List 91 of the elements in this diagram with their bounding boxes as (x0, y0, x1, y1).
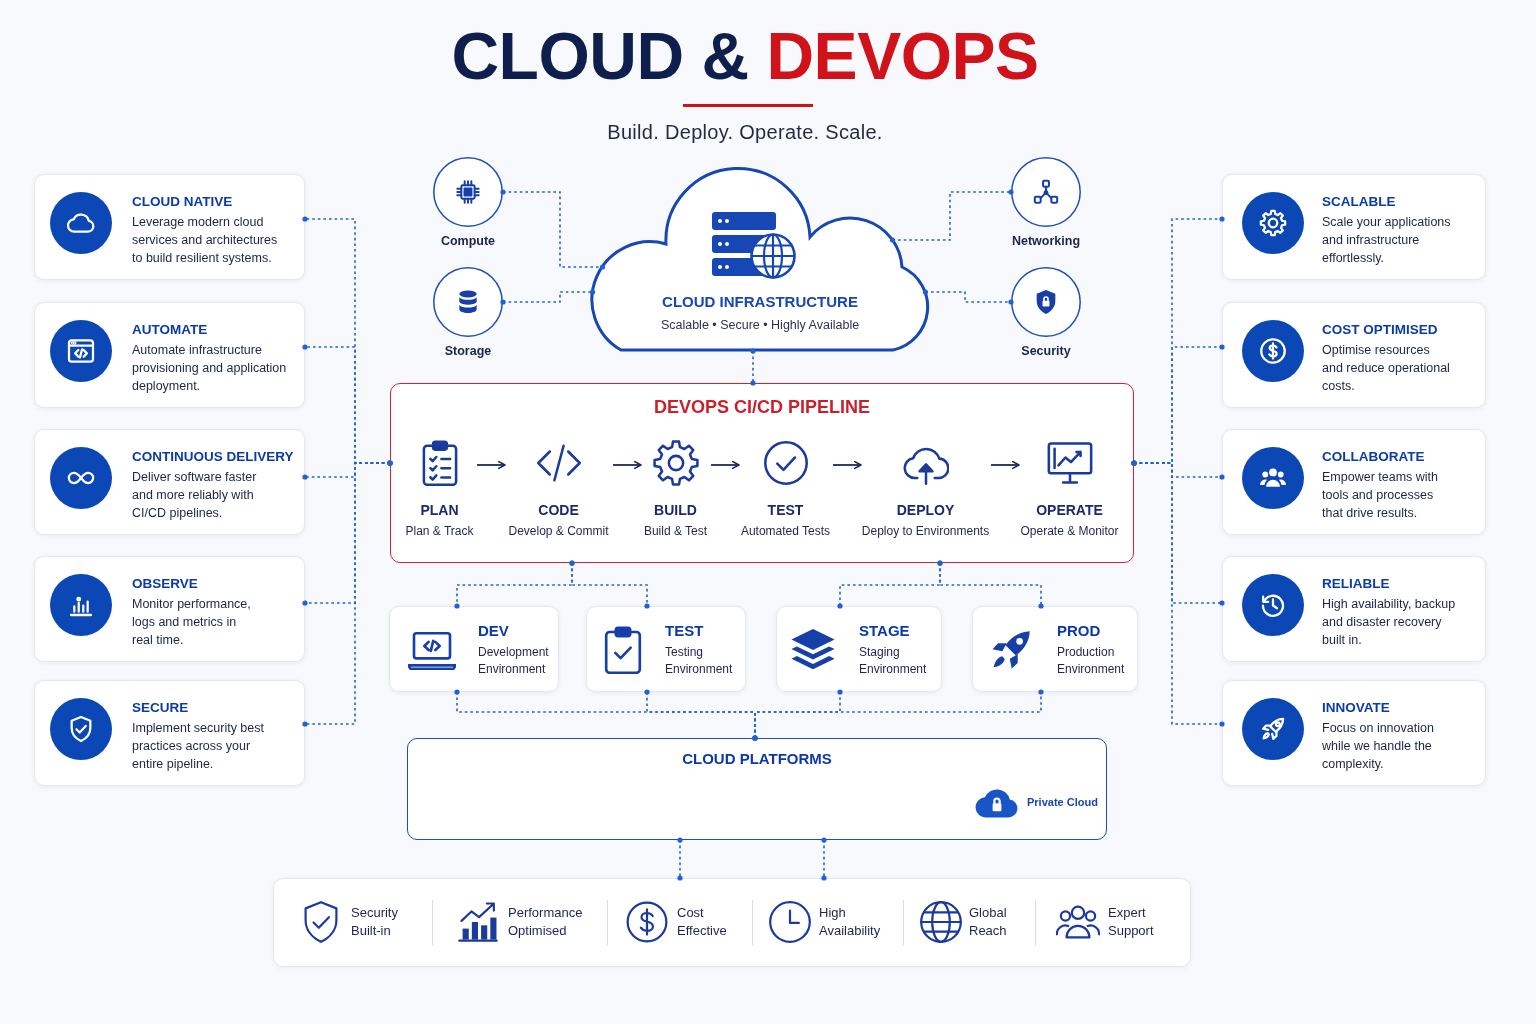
card-description: Focus on innovation while we handle the complexity. (1322, 720, 1435, 773)
environment-description: Production Environment (1057, 644, 1126, 677)
card-description: Empower teams with tools and processes that drive results. (1322, 469, 1439, 522)
dotted-connector (937, 560, 1044, 609)
card-description: Implement security best practices across your entire pipeline. (132, 720, 265, 773)
service-label: Security (1021, 343, 1071, 359)
stage-name: OPERATE (1036, 500, 1103, 519)
arrow (710, 460, 740, 470)
environment-description: Development Environment (478, 644, 550, 677)
subtitle: Build. Deploy. Operate. Scale. (607, 120, 883, 145)
card-description: High availability, backup and disaster recovery built in. (1322, 596, 1457, 649)
card-heading: OBSERVE (132, 575, 198, 593)
card-description: Optimise resources and reduce operational costs. (1322, 342, 1451, 395)
stage-description: Deploy to Environments (861, 522, 990, 539)
platforms-panel (407, 738, 1107, 840)
arrow (612, 460, 642, 470)
card-description: Automate infrastructure provisioning and application deployment. (132, 342, 288, 395)
dotted-connector (821, 837, 827, 881)
feature-label: Security Built-in (351, 904, 399, 940)
environment-description: Staging Environment (859, 644, 928, 677)
feature-card (34, 429, 305, 535)
feature-label: Expert Support (1108, 904, 1155, 940)
stage-name: DEPLOY (896, 500, 955, 519)
feature-label: Performance Optimised (508, 904, 584, 940)
platform-name: Private Cloud (1027, 795, 1098, 809)
card-heading: CLOUD NATIVE (132, 193, 233, 211)
feature-card (1222, 680, 1486, 786)
dotted-connector (302, 460, 393, 727)
card-description: Deliver software faster and more reliably with CI/CD pipelines. (132, 469, 258, 522)
feature-label: Global Reach (969, 904, 1008, 940)
feature-label: High Availability (819, 904, 882, 940)
card-heading: COST OPTIMISED (1322, 321, 1438, 339)
feature-card (1222, 174, 1486, 280)
stage-name: TEST (767, 500, 804, 519)
feature-card (1222, 556, 1486, 662)
stage-name: BUILD (654, 500, 697, 519)
panel-title: DEVOPS CI/CD PIPELINE (654, 396, 870, 418)
dotted-connector (752, 689, 1044, 741)
feature-card (34, 556, 305, 662)
dotted-connector (1131, 460, 1225, 727)
stage-description: Develop & Commit (508, 522, 609, 539)
arrow (476, 460, 506, 470)
stage-description: Automated Tests (740, 522, 831, 539)
card-heading: SCALABLE (1322, 193, 1396, 211)
cloud-title: CLOUD INFRASTRUCTURE (662, 293, 858, 311)
cloud-tagline: Scalable • Secure • Highly Available (660, 317, 860, 333)
card-heading: SECURE (132, 699, 189, 717)
panel-title: CLOUD PLATFORMS (682, 750, 832, 768)
dotted-connector (889, 189, 1014, 243)
stage-description: Build & Test (643, 522, 708, 539)
environment-name: STAGE (859, 622, 910, 640)
stage-name: PLAN (420, 500, 459, 519)
card-heading: AUTOMATE (132, 321, 208, 339)
page-title: CLOUD & DEVOPS (451, 18, 1039, 95)
card-heading: INNOVATE (1322, 699, 1390, 717)
environment-name: DEV (478, 622, 509, 640)
service-label: Networking (1011, 233, 1081, 249)
environment-card (972, 606, 1138, 692)
service-label: Compute (440, 233, 496, 249)
service-label: Storage (444, 343, 492, 359)
feature-card (1222, 302, 1486, 408)
card-description: Scale your applications and infrastructure effortlessly. (1322, 214, 1452, 267)
dotted-connector (677, 837, 683, 881)
environment-name: TEST (665, 622, 704, 640)
dotted-connector (569, 560, 650, 609)
feature-card (34, 302, 305, 408)
dotted-connector (500, 189, 606, 270)
feature-card (1222, 429, 1486, 535)
dotted-connector (750, 348, 756, 386)
environment-card (389, 606, 559, 692)
arrow (832, 460, 862, 470)
feature-card (34, 680, 305, 786)
environment-card (776, 606, 942, 692)
stage-name: CODE (538, 500, 579, 519)
card-heading: RELIABLE (1322, 575, 1390, 593)
card-description: Monitor performance, logs and metrics in real time. (132, 596, 252, 649)
feature-card (34, 174, 305, 280)
stage-description: Plan & Track (405, 522, 474, 539)
card-heading: COLLABORATE (1322, 448, 1425, 466)
environment-card (586, 606, 746, 692)
dotted-connector (500, 289, 596, 305)
arrow (990, 460, 1020, 470)
stage-description: Operate & Monitor (1020, 522, 1119, 539)
environment-description: Testing Environment (665, 644, 734, 677)
feature-label: Cost Effective (677, 904, 728, 940)
features-bar (273, 878, 1191, 967)
dotted-connector (922, 289, 1014, 305)
card-heading: CONTINUOUS DELIVERY (132, 448, 294, 466)
environment-name: PROD (1057, 622, 1101, 640)
card-description: Leverage modern cloud services and architectures to build resilient systems. (132, 214, 279, 267)
pipeline-panel (390, 383, 1134, 563)
